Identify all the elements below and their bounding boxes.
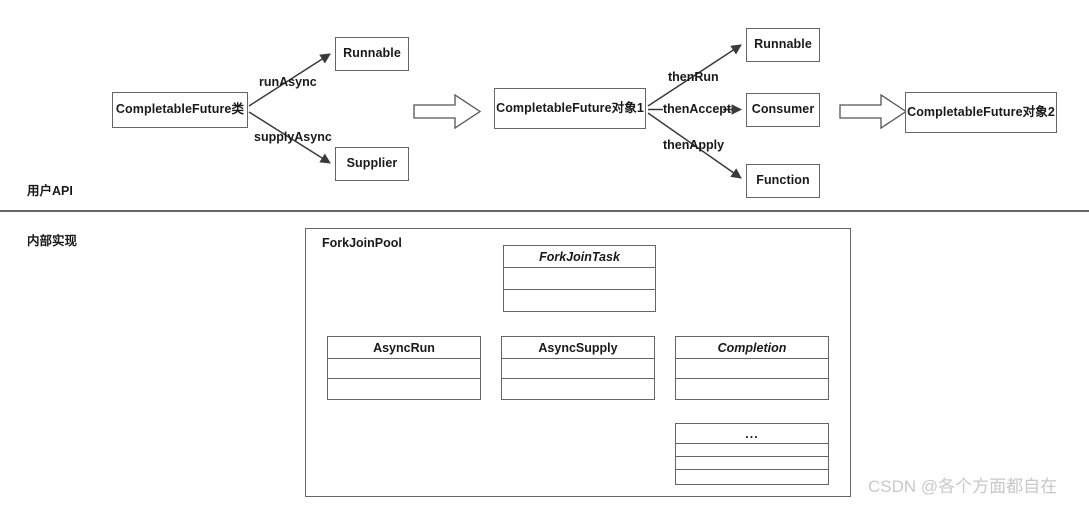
node-completablefuture-class[interactable]: CompletableFuture类 <box>112 92 248 128</box>
uml-class-asyncrun[interactable]: AsyncRun <box>327 336 481 400</box>
section-caption-internal: 内部实现 <box>27 234 78 248</box>
uml-extra-row <box>676 470 828 484</box>
edge-label-supply-async: supplyAsync <box>254 130 332 144</box>
uml-attributes-row <box>676 444 828 457</box>
csdn-watermark: CSDN @各个方面都自在 <box>868 477 1058 496</box>
edge-label-then-run: thenRun <box>668 70 719 84</box>
edge-label-then-apply: thenApply <box>663 138 725 152</box>
uml-operations-row <box>502 379 654 399</box>
uml-class-name-asyncrun: AsyncRun <box>373 340 435 355</box>
uml-attributes-row <box>504 268 655 290</box>
forkjoinpool-title: ForkJoinPool <box>322 236 402 250</box>
uml-class-name-ellipsis: ... <box>745 426 759 441</box>
node-runnable-stage[interactable]: Runnable <box>746 28 820 62</box>
edge-then-apply <box>647 112 742 179</box>
edge-then-run <box>647 44 742 107</box>
uml-title-row: ForkJoinTask <box>504 246 655 269</box>
uml-operations-row <box>676 457 828 470</box>
uml-operations-row <box>328 379 480 399</box>
uml-title-row: ... <box>676 424 828 445</box>
block-arrow-2 <box>839 93 908 130</box>
node-completablefuture-object-2[interactable]: CompletableFuture对象2 <box>905 92 1057 133</box>
uml-attributes-row <box>676 359 828 379</box>
uml-operations-row <box>504 290 655 311</box>
block-arrow-1 <box>413 93 482 130</box>
uml-title-row: Completion <box>676 337 828 360</box>
node-function-stage[interactable]: Function <box>746 164 820 198</box>
node-consumer-stage[interactable]: Consumer <box>746 93 820 127</box>
edge-run-async <box>248 53 331 107</box>
edge-supply-async <box>248 111 331 164</box>
uml-class-name-asyncsupply: AsyncSupply <box>538 340 618 355</box>
uml-class-completion[interactable]: Completion <box>675 336 829 400</box>
uml-class-name-forkjointask: ForkJoinTask <box>539 249 620 264</box>
uml-attributes-row <box>328 359 480 379</box>
uml-title-row: AsyncRun <box>328 337 480 360</box>
uml-class-asyncsupply[interactable]: AsyncSupply <box>501 336 655 400</box>
edge-label-then-accept: thenAccept <box>663 102 732 116</box>
uml-class-name-completion: Completion <box>717 340 787 355</box>
edge-label-run-async: runAsync <box>259 75 317 89</box>
uml-attributes-row <box>502 359 654 379</box>
node-runnable-factory[interactable]: Runnable <box>335 37 409 71</box>
node-supplier-factory[interactable]: Supplier <box>335 147 409 181</box>
uml-operations-row <box>676 379 828 399</box>
uml-class-ellipsis[interactable]: ... <box>675 423 829 485</box>
uml-class-forkjointask[interactable]: ForkJoinTask <box>503 245 656 312</box>
section-caption-user-api: 用户API <box>27 184 73 198</box>
node-completablefuture-object-1[interactable]: CompletableFuture对象1 <box>494 88 646 129</box>
uml-title-row: AsyncSupply <box>502 337 654 360</box>
